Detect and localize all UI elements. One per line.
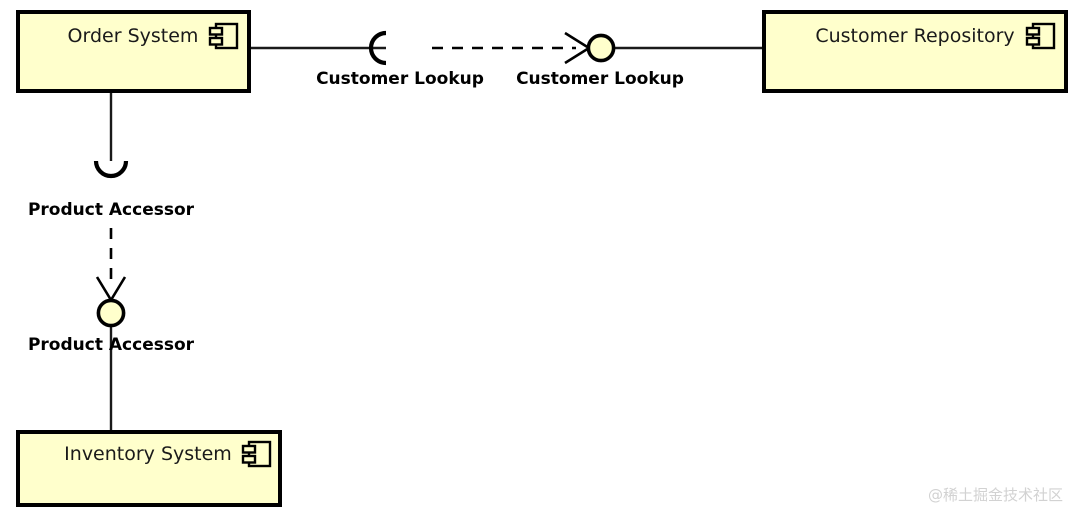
component-label-customer-repository: Customer Repository [815,25,1014,47]
component-label-order-system: Order System [68,25,199,47]
component-body-inventory-system [16,430,282,507]
component-label-inventory-system: Inventory System [64,443,232,465]
component-inventory-system[interactable]: Inventory System [16,430,282,507]
component-customer-repository[interactable]: Customer Repository [762,10,1068,93]
watermark-label: @稀土掘金技术社区 [928,486,1063,504]
component-icon-inventory-system [241,440,272,468]
interface-label-product-accessor-provided: Product Accessor [28,335,195,355]
ball-icon-customer-lookup [586,33,616,63]
interface-label-customer-lookup-provided: Customer Lookup [516,69,684,89]
interface-label-customer-lookup-required: Customer Lookup [316,69,484,89]
connector-group [109,46,764,432]
dependency-customer-lookup [432,31,592,65]
dependency-product-accessor [95,228,127,303]
component-body-order-system [16,10,251,93]
arrowhead-product-accessor [95,276,127,303]
socket-icon-customer-lookup [368,30,387,66]
component-icon-order-system [208,22,239,50]
component-icon-customer-repository [1025,22,1056,50]
ball-icon-product-accessor [96,298,126,328]
component-body-customer-repository [762,10,1068,93]
component-order-system[interactable]: Order System [16,10,251,93]
arrowhead-customer-lookup [564,31,592,65]
interface-label-product-accessor-required: Product Accessor [28,200,195,220]
socket-icon-product-accessor [93,160,129,179]
